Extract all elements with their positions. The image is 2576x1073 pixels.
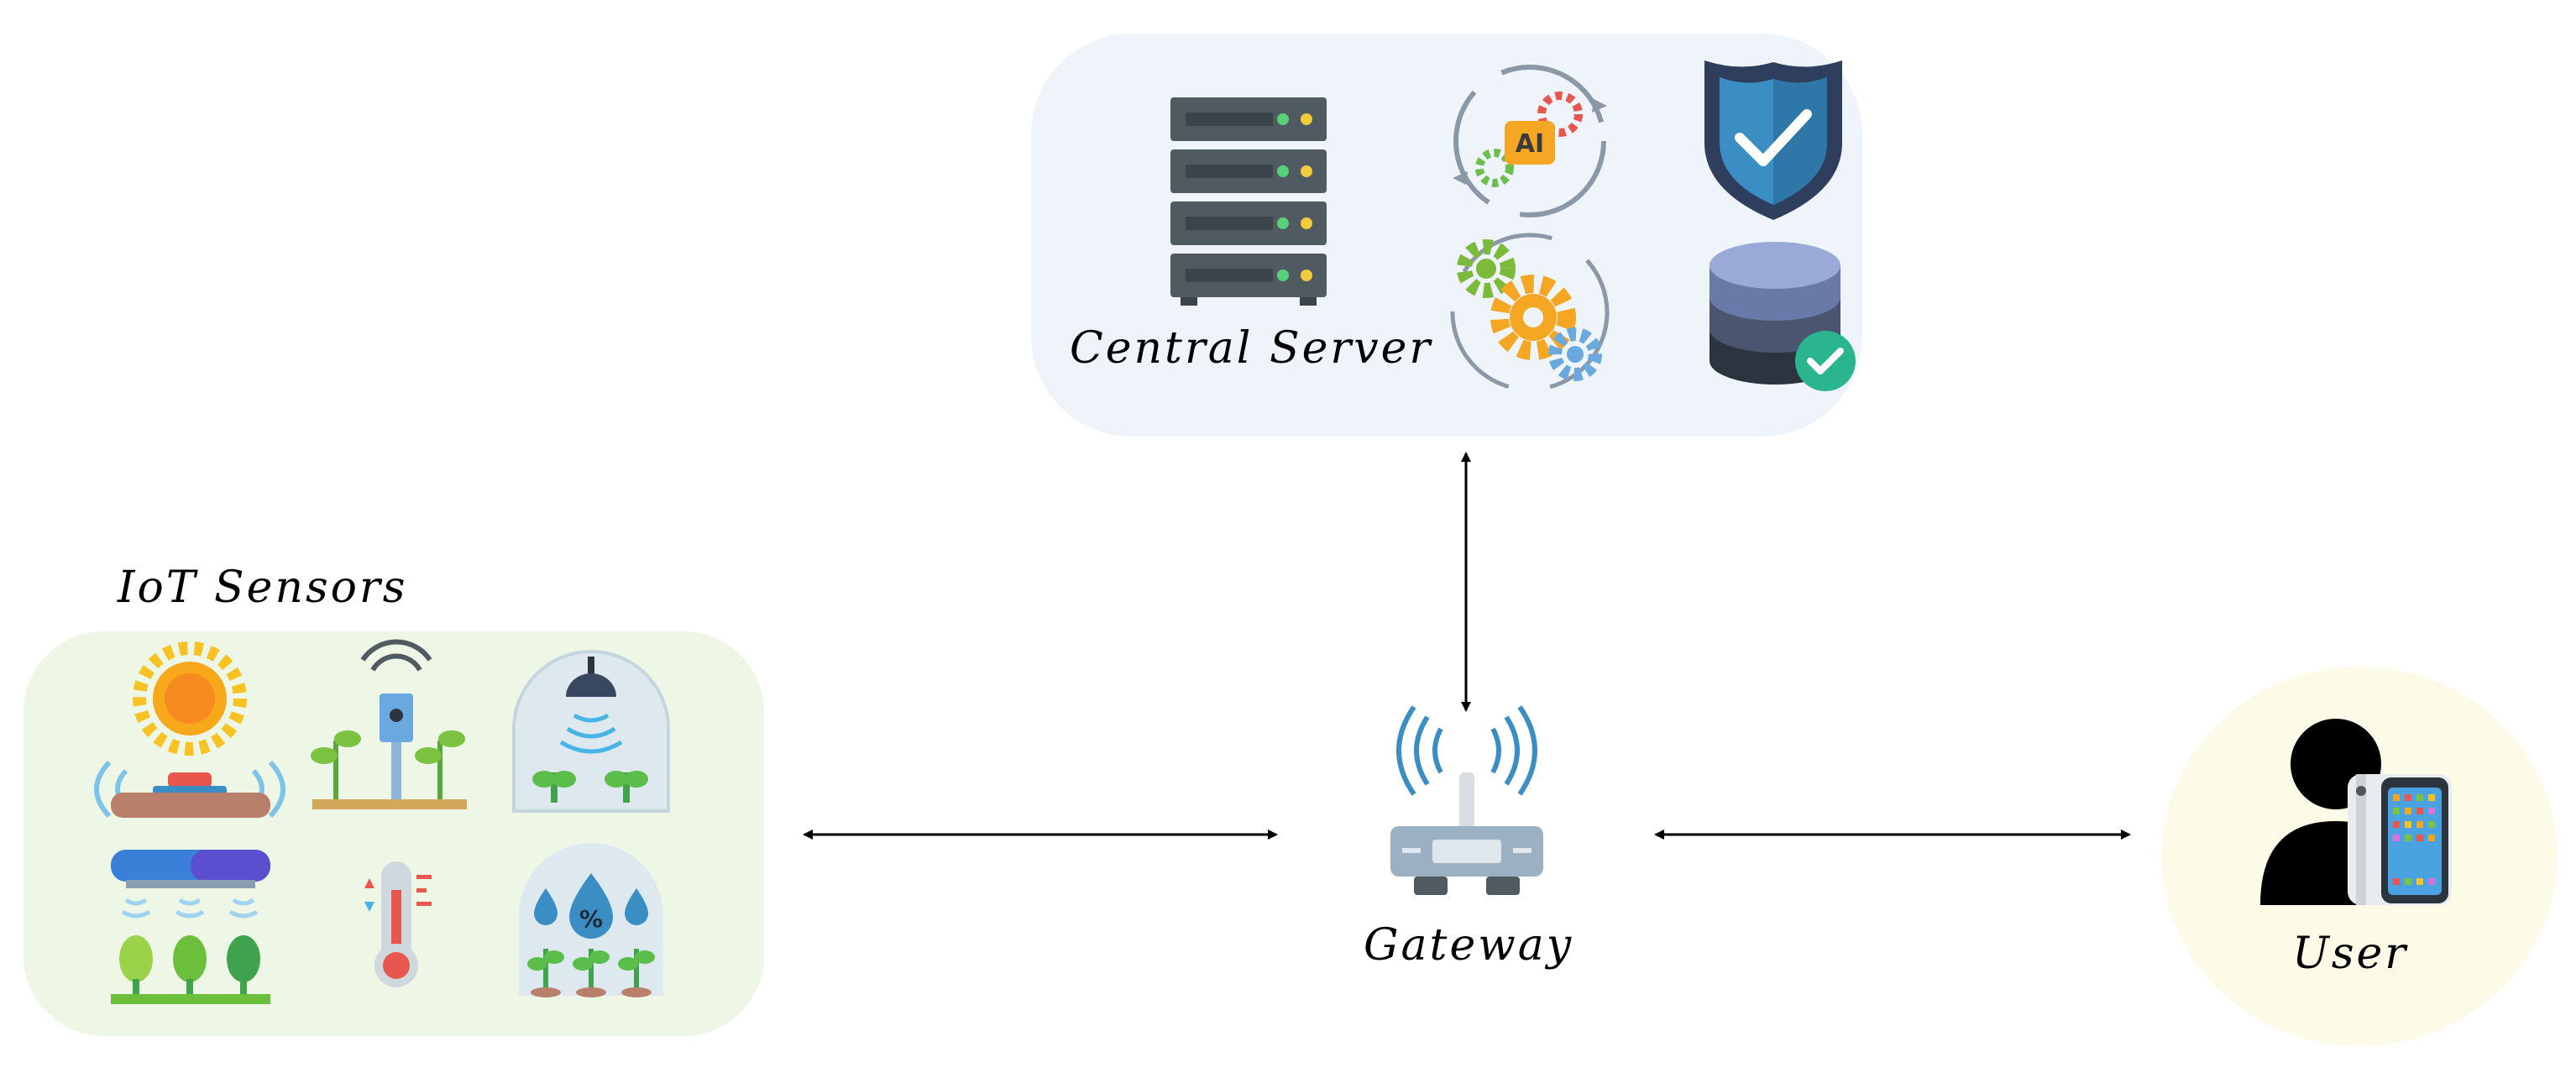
solar-sensor-icon <box>94 641 285 819</box>
svg-text:%: % <box>579 905 603 933</box>
wireless-soil-probe-icon <box>311 639 467 809</box>
security-shield-icon <box>1704 60 1842 220</box>
greenhouse-lamp-icon <box>512 650 670 813</box>
irrigation-sprinkler-icon <box>111 850 270 1004</box>
wifi-router-icon <box>1390 705 1543 895</box>
database-check-icon <box>1709 242 1856 391</box>
gears-process-icon <box>1450 233 1610 392</box>
humidity-greenhouse-icon: % <box>519 843 663 997</box>
gateway-label: Gateway <box>1364 920 1574 971</box>
user-smartphone-icon <box>2260 719 2452 905</box>
iot-sensors-label: IoT Sensors <box>118 563 408 613</box>
central-server-label: Central Server <box>1070 323 1433 374</box>
thermometer-icon <box>364 861 432 987</box>
user-label: User <box>2292 929 2409 979</box>
ai-cycle-icon: AI <box>1453 65 1607 217</box>
svg-text:AI: AI <box>1516 129 1544 159</box>
server-rack-icon <box>1170 97 1327 306</box>
